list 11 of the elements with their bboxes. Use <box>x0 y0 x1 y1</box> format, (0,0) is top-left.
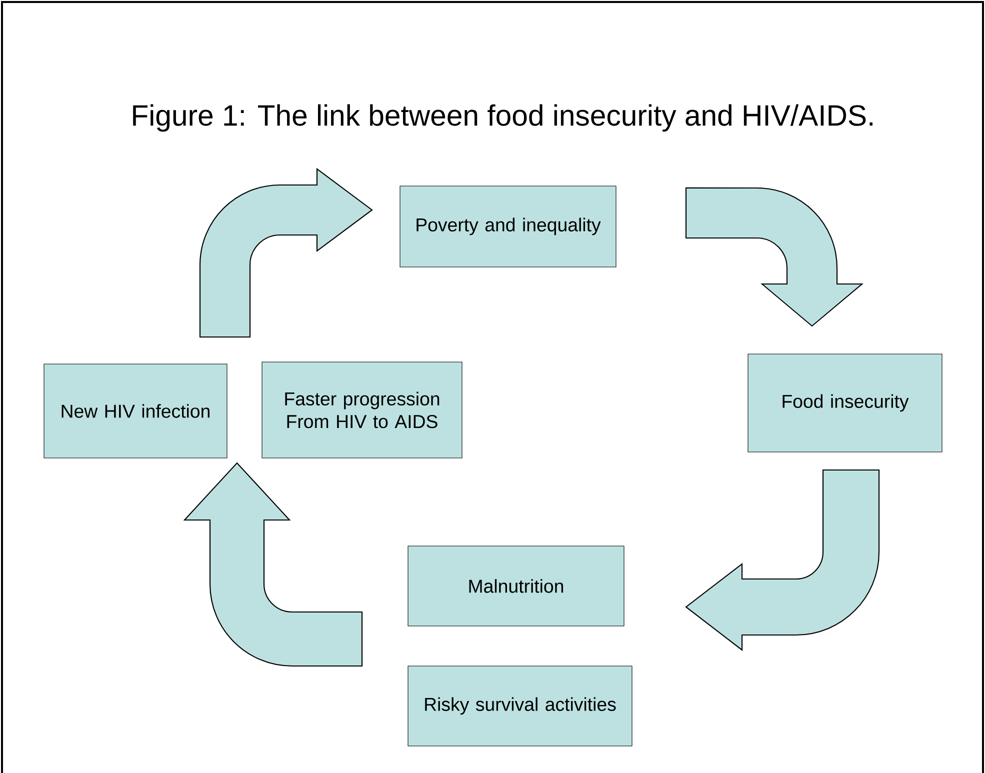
process-box: Malnutrition <box>408 546 624 626</box>
block-arrow <box>184 462 363 667</box>
process-box: Food insecurity <box>748 354 942 452</box>
process-box: New HIV infection <box>44 364 228 458</box>
process-box: Risky survival activities <box>408 666 632 746</box>
process-box: Poverty and inequality <box>400 186 616 268</box>
block-arrow <box>685 469 880 651</box>
title: Figure 1: The link between food insecurity and HIV/AIDS. <box>133 104 873 132</box>
process-box: Faster progression From HIV to AIDS <box>262 362 462 458</box>
block-arrow <box>199 168 373 338</box>
block-arrow <box>685 187 863 327</box>
